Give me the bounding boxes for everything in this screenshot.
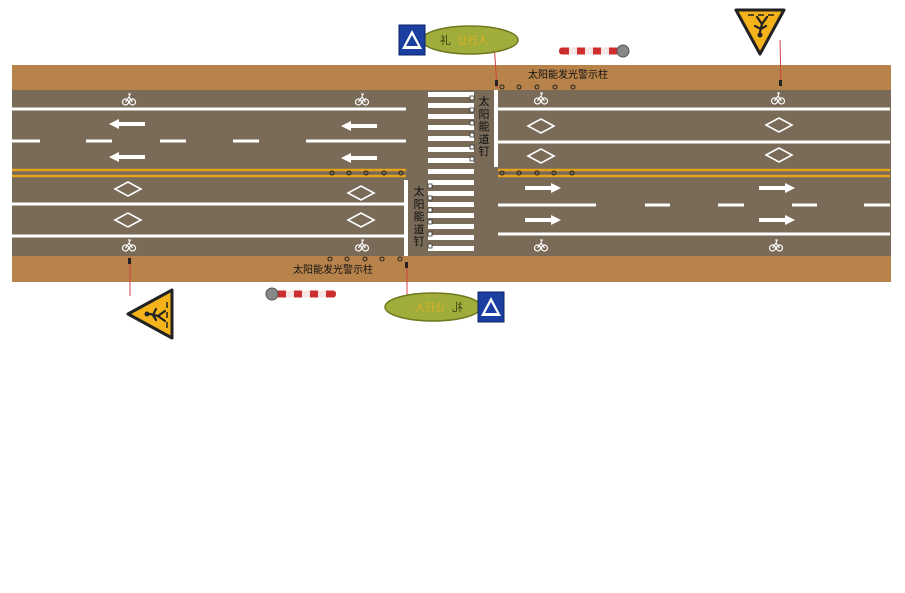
warning-post-icon <box>265 287 337 301</box>
pedestrian-warning-sign-icon <box>126 288 174 340</box>
road-studs-center <box>329 170 575 176</box>
stop-line-right <box>494 90 498 167</box>
pedestrian-crossing-sign-icon <box>384 291 505 323</box>
stop-line-left <box>404 180 408 256</box>
road-studs-crossing <box>427 95 475 249</box>
lane-dashes <box>12 139 890 207</box>
warning-post-label-bottom: 太阳能发光警示柱 <box>293 265 373 276</box>
pedestrian-crossing-sign-icon <box>398 24 519 56</box>
sidewalk-top <box>12 65 891 90</box>
road-stud-label-bottom: 太阳能道钉 <box>413 185 425 248</box>
warning-post-studs <box>327 84 576 262</box>
warning-post-label-top: 太阳能发光警示柱 <box>528 70 608 81</box>
pedestrian-warning-sign-icon <box>734 8 786 56</box>
zebra-crossing <box>428 92 474 251</box>
center-line <box>12 168 890 178</box>
edge-lines <box>12 107 890 238</box>
sidewalk-bottom <box>12 256 891 282</box>
warning-post-icon <box>558 44 630 58</box>
road-stud-label-top: 太阳能道钉 <box>478 95 490 158</box>
leader-ends <box>128 80 782 268</box>
